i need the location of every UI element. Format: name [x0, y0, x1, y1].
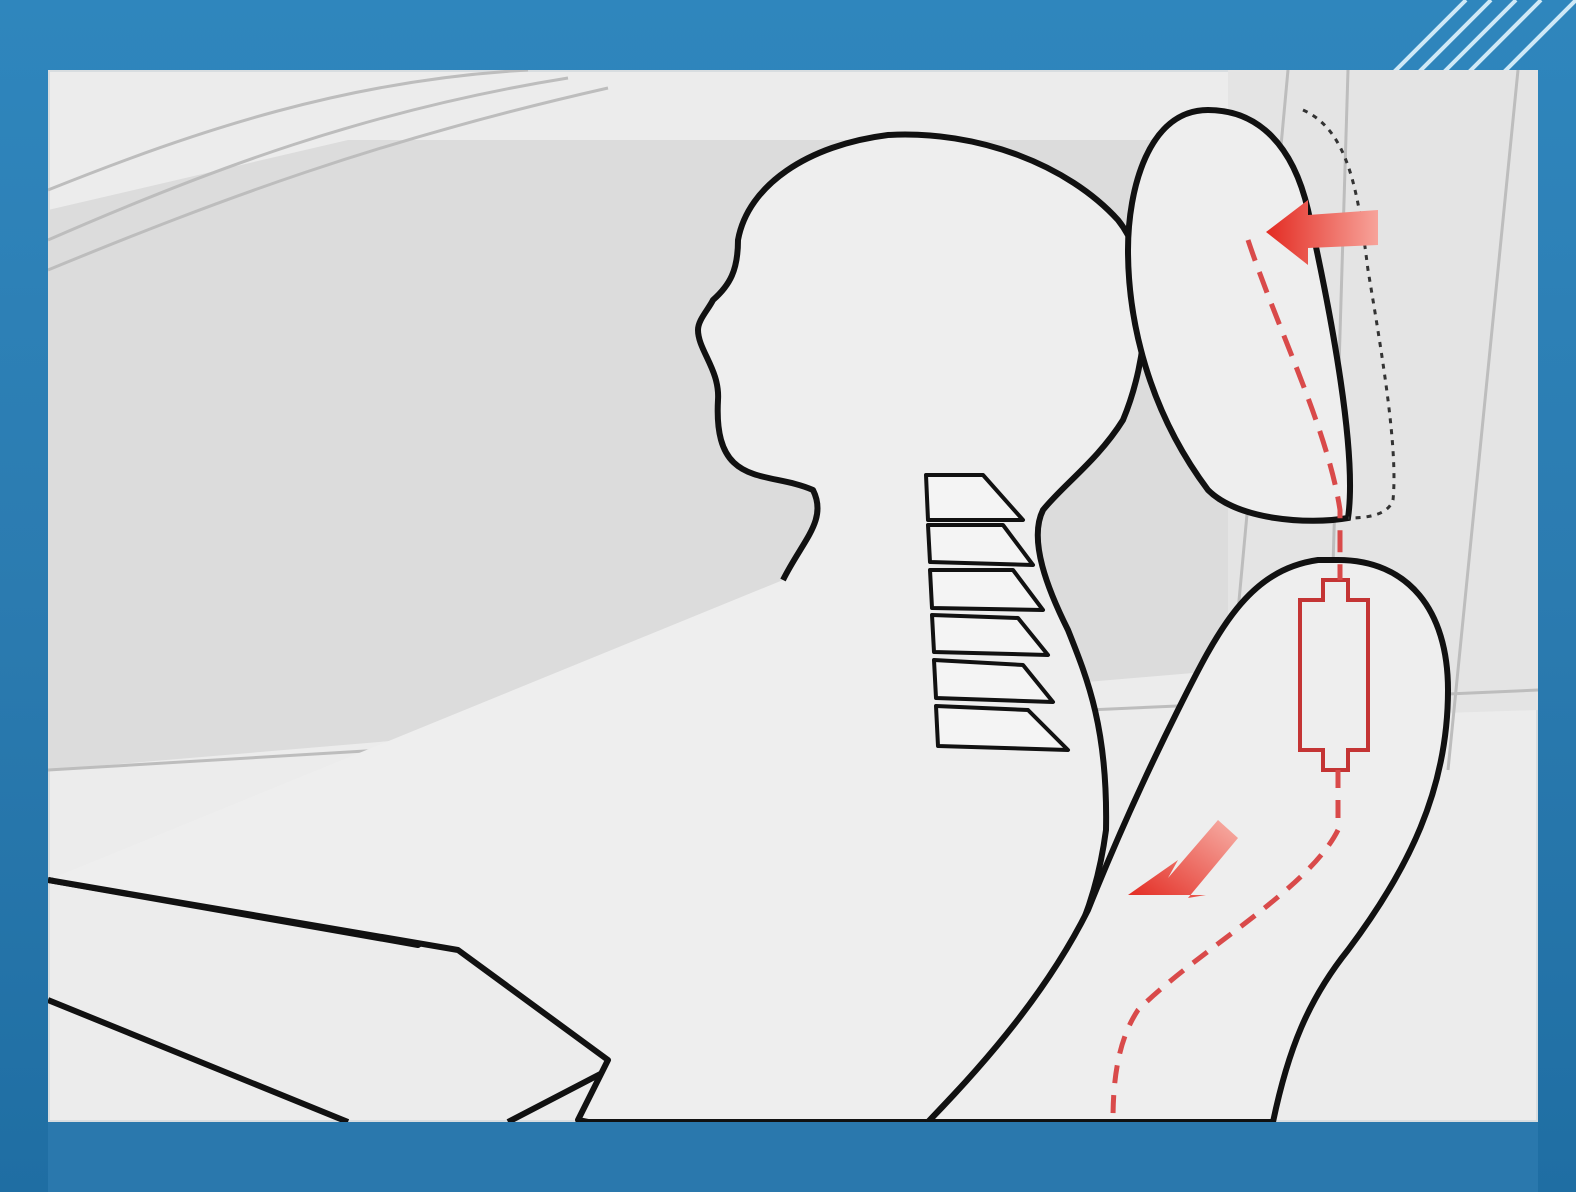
steering-column-outline: [48, 1000, 608, 1122]
illustration-panel: [48, 70, 1538, 1122]
bottom-band: [48, 1122, 1538, 1192]
whiplash-seat-illustration: [48, 70, 1538, 1122]
